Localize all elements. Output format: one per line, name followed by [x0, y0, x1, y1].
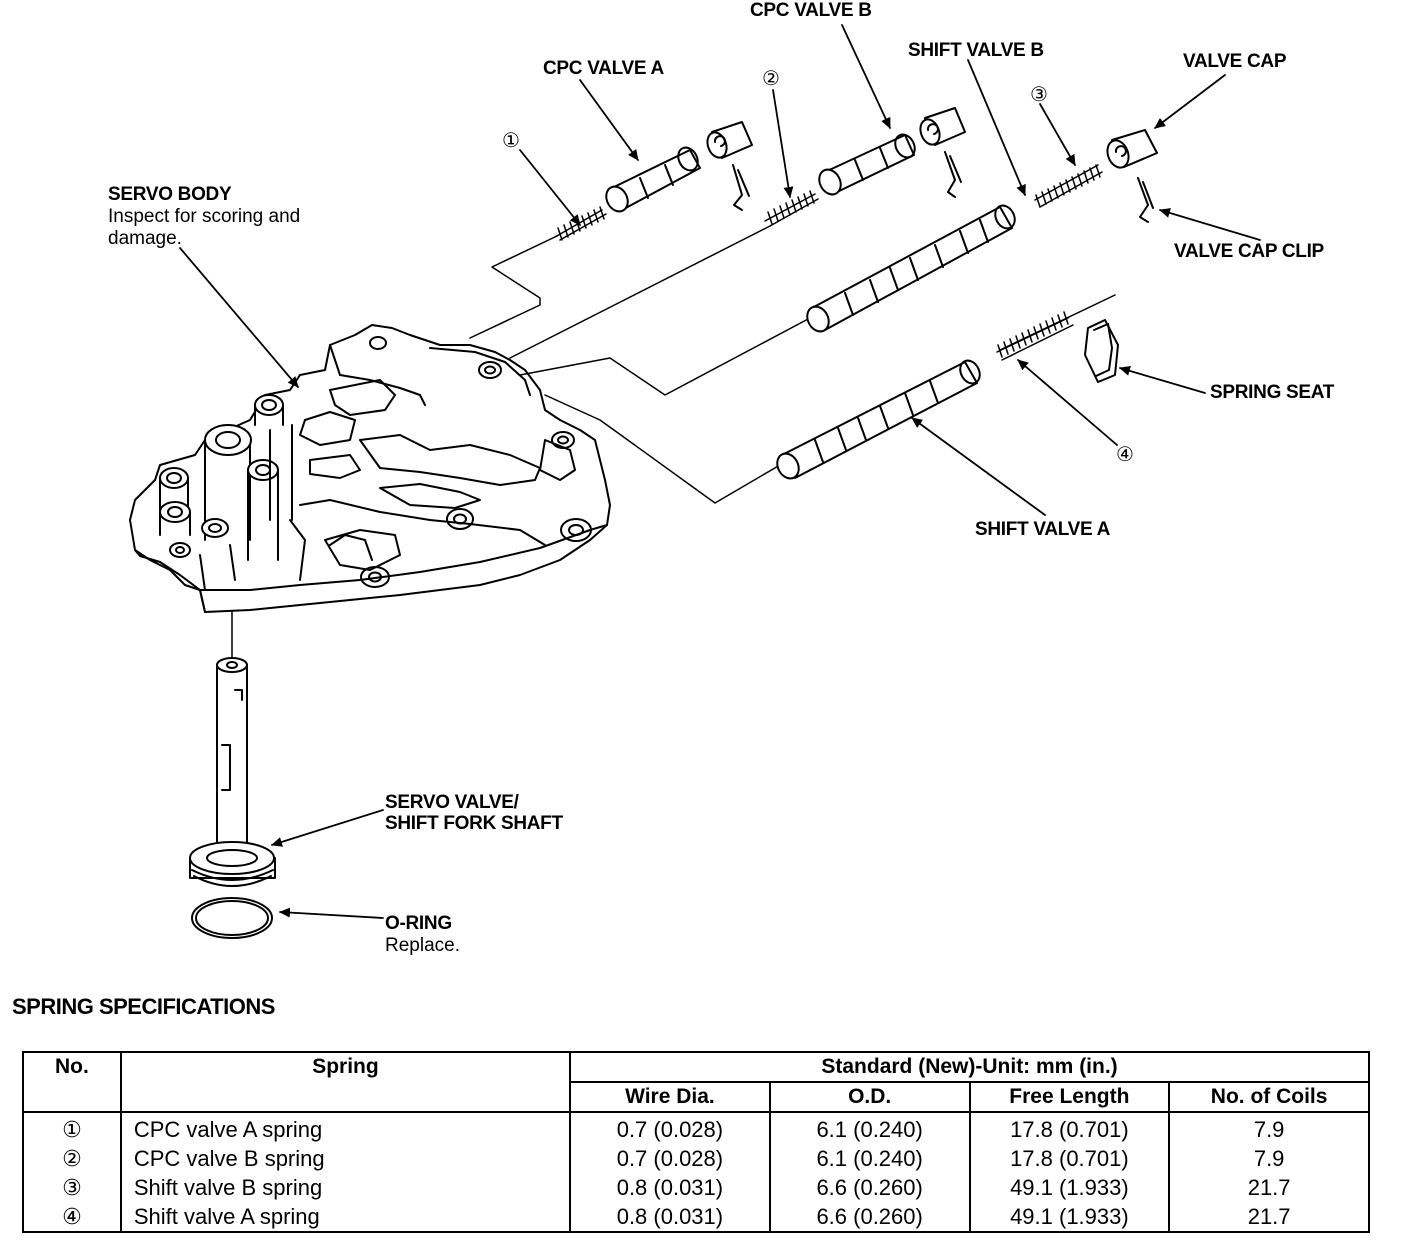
label-servo-body: SERVO BODY [108, 184, 232, 205]
label-valve-cap: VALVE CAP [1183, 51, 1287, 72]
cell-free-length: 49.1 (1.933) [968, 1173, 1171, 1202]
valve-cap-drawing [1106, 129, 1158, 223]
spring-spec-title: SPRING SPECIFICATIONS [12, 994, 275, 1019]
label-shift-valve-a: SHIFT VALVE A [975, 519, 1111, 540]
cell-no: ③ [22, 1173, 122, 1202]
o-ring-drawing [191, 897, 273, 939]
callout-4: ④ [1116, 444, 1134, 466]
cpc-valve-b-cap [919, 107, 966, 198]
header-standard: Standard (New)-Unit: mm (in.) [569, 1051, 1370, 1083]
label-cpc-valve-b: CPC VALVE B [750, 0, 872, 21]
cell-no: ④ [22, 1202, 122, 1233]
spring-4 [996, 311, 1074, 361]
cell-spring: Shift valve B spring [119, 1173, 572, 1202]
table-row: ④ Shift valve A spring 0.8 (0.031) 6.6 (… [22, 1202, 1370, 1233]
table-row: ③ Shift valve B spring 0.8 (0.031) 6.6 (… [22, 1173, 1370, 1202]
header-od: O.D. [768, 1081, 971, 1113]
cell-free-length: 17.8 (0.701) [968, 1144, 1171, 1173]
cell-wire: 0.7 (0.028) [569, 1144, 771, 1173]
cell-no: ① [22, 1112, 122, 1144]
label-shift-valve-b: SHIFT VALVE B [908, 40, 1044, 61]
cell-free-length: 49.1 (1.933) [968, 1202, 1171, 1233]
spring-seat-drawing [1084, 319, 1119, 383]
cell-wire: 0.7 (0.028) [569, 1112, 771, 1144]
spring-spec-table: No. Spring Standard (New)-Unit: mm (in.)… [22, 1051, 1370, 1233]
table-header-row: No. Spring Standard (New)-Unit: mm (in.) [22, 1051, 1370, 1113]
cell-od: 6.1 (0.240) [768, 1112, 971, 1144]
servo-body-note-line2: damage. [108, 228, 182, 249]
cell-free-length: 17.8 (0.701) [968, 1112, 1171, 1144]
cell-spring: Shift valve A spring [119, 1202, 572, 1233]
shift-valve-b-drawing [806, 204, 1016, 333]
header-no: No. [22, 1051, 122, 1113]
assembly-lines [231, 225, 1116, 661]
exploded-view-diagram [129, 24, 1261, 939]
callout-2: ② [762, 68, 780, 90]
table-row: ② CPC valve B spring 0.7 (0.028) 6.1 (0.… [22, 1144, 1370, 1173]
cell-od: 6.6 (0.260) [768, 1173, 971, 1202]
cpc-valve-a-drawing [605, 146, 701, 213]
cell-od: 6.6 (0.260) [768, 1202, 971, 1233]
servo-valve-drawing [189, 657, 276, 887]
cpc-valve-b-drawing [818, 133, 916, 196]
label-servo-valve-line1: SERVO VALVE/ [385, 792, 519, 813]
label-cpc-valve-a: CPC VALVE A [543, 58, 664, 79]
table-subheader-row: Wire Dia. O.D. Free Length No. of Coils [23, 1081, 1370, 1113]
cell-coils: 7.9 [1168, 1144, 1370, 1173]
cpc-valve-a-cap [706, 121, 753, 211]
servo-body-note-line1: Inspect for scoring and [108, 206, 301, 227]
cell-spring: CPC valve B spring [119, 1144, 572, 1173]
cell-wire: 0.8 (0.031) [569, 1173, 771, 1202]
label-valve-cap-clip: VALVE CAP CLIP [1174, 241, 1324, 262]
cell-coils: 21.7 [1168, 1202, 1370, 1233]
cell-coils: 21.7 [1168, 1173, 1370, 1202]
header-spring: Spring [119, 1051, 572, 1113]
label-o-ring: O-RING [385, 913, 452, 934]
servo-body-drawing [129, 324, 611, 613]
table-row: ① CPC valve A spring 0.7 (0.028) 6.1 (0.… [22, 1112, 1370, 1144]
o-ring-note: Replace. [385, 935, 460, 956]
cell-no: ② [22, 1144, 122, 1173]
callout-1: ① [502, 130, 520, 152]
cell-od: 6.1 (0.240) [768, 1144, 971, 1173]
header-free-length: Free Length [968, 1081, 1171, 1113]
cell-wire: 0.8 (0.031) [569, 1202, 771, 1233]
shift-valve-a-drawing [776, 359, 981, 480]
label-servo-valve-line2: SHIFT FORK SHAFT [385, 813, 563, 834]
header-wire-dia: Wire Dia. [569, 1081, 771, 1113]
cell-coils: 7.9 [1168, 1112, 1370, 1144]
spring-3 [1034, 164, 1103, 208]
label-arrows [179, 24, 1261, 919]
header-coils: No. of Coils [1168, 1081, 1370, 1113]
callout-3: ③ [1030, 84, 1048, 106]
spring-2 [764, 190, 819, 227]
label-spring-seat: SPRING SEAT [1210, 382, 1335, 403]
cell-spring: CPC valve A spring [119, 1112, 572, 1144]
spring-1 [554, 206, 607, 241]
